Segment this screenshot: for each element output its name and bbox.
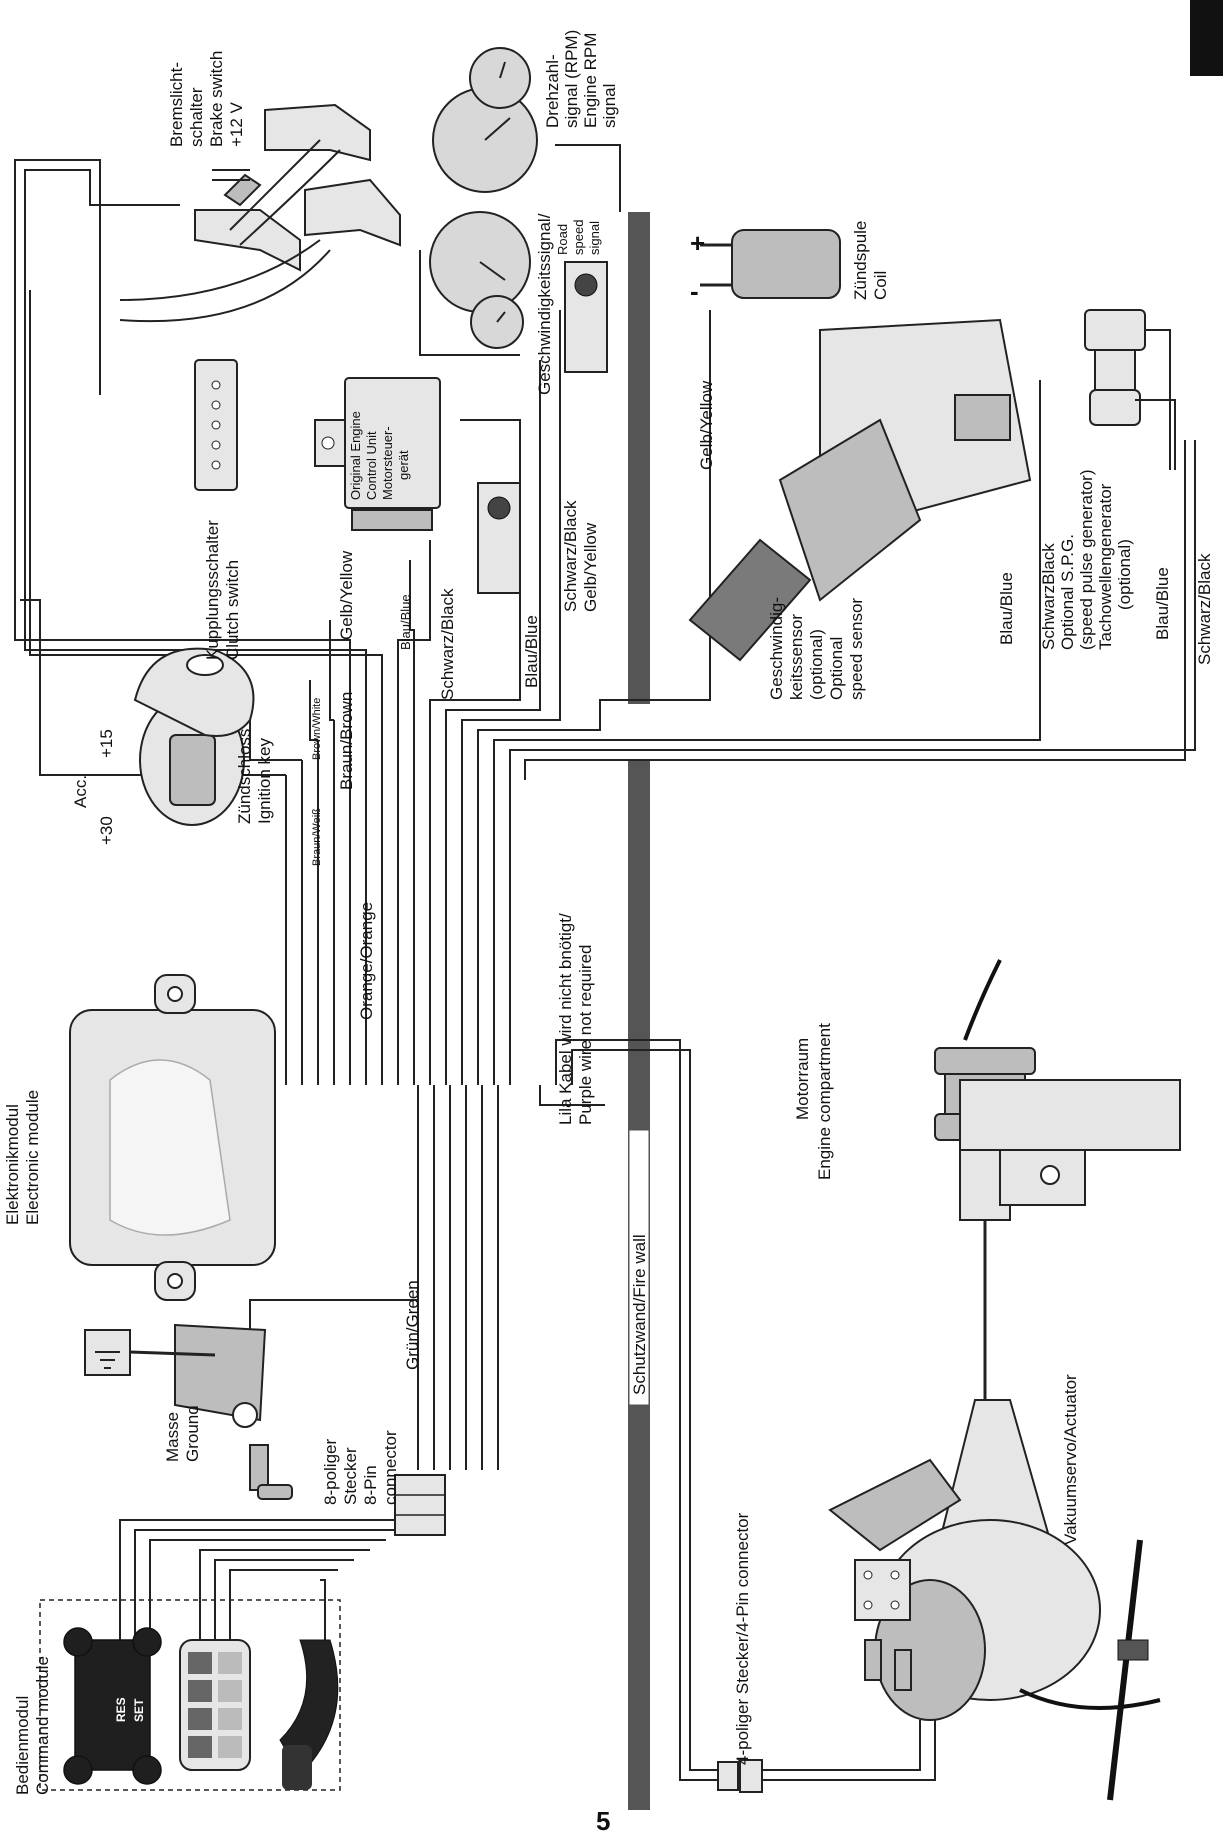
- wire-label-gelb-yellow-3: Gelb/Yellow: [697, 380, 716, 470]
- wire-label-blau-blue-2: Blau/Blue: [522, 615, 541, 688]
- clutch-switch-label: Kupplungsschalter Clutch switch: [203, 515, 242, 660]
- spg-base: [1089, 389, 1141, 426]
- road-speed-label-speed: speed: [571, 220, 586, 255]
- wire-label-braun-brown: Braun/Brown: [337, 692, 356, 790]
- connector-4-pin-b: [739, 1759, 763, 1793]
- pedals: [119, 103, 401, 491]
- corner-tab: [1190, 0, 1223, 76]
- wire-label-schwarz-black-2: Schwarz/Black: [561, 500, 580, 612]
- set-button-label: SET: [132, 1698, 146, 1722]
- brake-switch-body: [223, 173, 262, 207]
- ground-screw: [249, 1444, 269, 1491]
- command-module-res-set[interactable]: [74, 1639, 151, 1771]
- spg-label: SchwarzBlack Optional S.P.G. (speed puls…: [1039, 465, 1134, 650]
- vacuum-actuator: [828, 1399, 1161, 1801]
- command-module-frame: [39, 1599, 341, 1791]
- wire-label-schwarz-black-3: Schwarz/Black: [1195, 553, 1214, 665]
- wire-label-blau-blue-1: Blau/Blue: [398, 594, 413, 650]
- ecu-label: Original Engine Control Unit Motorsteuer…: [348, 407, 411, 500]
- engine-rpm-label: Drehzahl- signal (RPM) Engine RPM signal: [543, 25, 619, 128]
- res-button-label: RES: [114, 1697, 128, 1722]
- engine-compartment-label: Motorraum Engine compartment: [793, 1023, 834, 1180]
- ground-label: Masse Ground: [163, 1405, 202, 1462]
- ground-point: [84, 1323, 293, 1500]
- harness: [14, 144, 1196, 1781]
- coil-body: [731, 229, 841, 299]
- pedal-clutch: [304, 178, 401, 247]
- ecu-connector: [351, 509, 433, 531]
- command-module-label: Bedienmodul Command module: [13, 1656, 52, 1795]
- drive-shaft: [688, 538, 812, 662]
- wire-label-gelb-yellow-1: Gelb/Yellow: [337, 550, 356, 640]
- wire-label-schwarz-black-1: Schwarz/Black: [438, 588, 457, 700]
- wire-label-blau-blue-3: Blau/Blue: [997, 572, 1016, 645]
- road-speed-label-signal: signal: [587, 221, 602, 255]
- spg-head: [1084, 309, 1146, 351]
- actuator-cone: [938, 1399, 1052, 1541]
- ignition-braun-weiss-label: Braun/Weiß: [311, 808, 323, 866]
- pedal-brake: [264, 103, 371, 162]
- actuator-bracket: [854, 1559, 911, 1621]
- page-number: 5: [596, 1806, 611, 1836]
- firewall-label: Schutzwand/Fire wall: [630, 1234, 649, 1395]
- engine-control-unit: [314, 377, 441, 531]
- brake-switch-label: Bremslicht- schalter Brake switch +12 V: [167, 46, 246, 147]
- gearbox: [688, 318, 1032, 662]
- speed-pulse-generator: [1084, 309, 1176, 470]
- electronic-module-label: Elektronikmodul Electronic module: [3, 1090, 42, 1225]
- ignition-key-label: Zündschloss Ignition key: [235, 724, 274, 824]
- ignition-plus15-label: +15: [97, 729, 116, 758]
- vacuum-tee: [1117, 1639, 1149, 1661]
- actuator-plate: [828, 1458, 962, 1552]
- actuator-screw-1: [864, 1639, 882, 1681]
- firewall-label-box: [628, 1129, 650, 1406]
- ignition-key: [133, 647, 255, 737]
- actuator-label: Vakuumservo/Actuator: [1061, 1374, 1080, 1545]
- connector-4-pin-a: [717, 1761, 739, 1791]
- connector-8-pin: [394, 1474, 446, 1536]
- ignition-barrel: [169, 734, 216, 806]
- coil-minus: -: [690, 276, 699, 306]
- ignition-coil: + -: [690, 228, 841, 306]
- wire-label-gruen-green: Grün/Green: [403, 1280, 422, 1370]
- connector-8-pin-label: 8-poliger Stecker 8-Pin connector: [321, 1430, 400, 1505]
- ignition-acc-label: Acc.: [71, 775, 90, 808]
- wire-label-blau-blue-4: Blau/Blue: [1153, 567, 1172, 640]
- ignition-brown-white-label: Brown/White: [311, 698, 323, 760]
- wire-label-gelb-yellow-2: Gelb/Yellow: [581, 522, 600, 612]
- purple-wire-label: Lila Kabel wird nicht bnötigt/ Purple wi…: [556, 909, 595, 1125]
- cable-nut-1: [934, 1047, 1036, 1075]
- spg-mid: [1094, 349, 1136, 391]
- electronic-module: [69, 974, 276, 1301]
- coil-label: Zündspule Coil: [851, 216, 890, 300]
- ignition-switch: [133, 647, 255, 826]
- ground-plate: [174, 1323, 267, 1422]
- actuator-screw-2: [894, 1649, 912, 1691]
- ignition-plus30-label: +30: [97, 816, 116, 845]
- gearbox-housing: [778, 418, 922, 602]
- speed-sensor-label: Geschwindig- keitssensor (optional) Opti…: [767, 592, 866, 700]
- instrument-cluster: [429, 47, 608, 373]
- electronic-module-highlight: [109, 1059, 231, 1236]
- road-speed-label-road: Road: [555, 224, 570, 255]
- coil-plus: +: [690, 228, 705, 258]
- road-speed-label-main: Geschwindigkeitssignal/: [535, 213, 554, 395]
- firewall-bar-top: [628, 212, 650, 704]
- throttle-cable: [934, 959, 1181, 1400]
- wire-label-orange: Orange/Orange: [357, 902, 376, 1020]
- command-module-group: [39, 1599, 341, 1791]
- pedal-accelerator: [194, 209, 301, 272]
- connector-4-pin-label: 4-poliger Stecker/4-Pin connector: [733, 1512, 752, 1765]
- speed-sensor-mount: [954, 394, 1011, 441]
